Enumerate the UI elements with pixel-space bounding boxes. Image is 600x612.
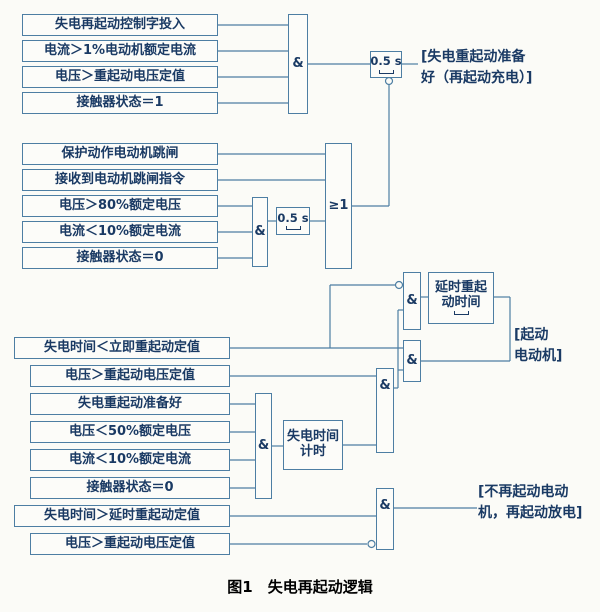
norestart-line2: 机，再起动放电] <box>478 505 583 521</box>
g1-timer-box: 0.5 s <box>370 51 402 78</box>
g3-and-gate-a: & <box>255 393 272 499</box>
g2-input-trip-command: 接收到电动机跳闸指令 <box>22 169 218 191</box>
delay-line1: 延时重起 <box>434 279 487 295</box>
norestart-line1: [不再起动电动 <box>478 484 569 500</box>
g3-and-gate-c: & <box>403 272 421 330</box>
timer-symbol-icon <box>285 226 301 231</box>
figure-caption: 图1 失电再起动逻辑 <box>227 578 373 596</box>
counter-line1: 失电时间 <box>286 429 339 445</box>
g3-input-voltage-50: 电压＜50%额定电压 <box>30 421 230 443</box>
g3-input-restart-ready: 失电重起动准备好 <box>30 393 230 415</box>
g3-input-losstime-gt-delay: 失电时间＞延时重起动定值 <box>14 505 230 527</box>
g1-input-contactor-state-1: 接触器状态＝1 <box>22 92 218 114</box>
g2-input-current-10: 电流＜10%额定电流 <box>22 221 218 243</box>
g3-start-motor-label: [起动 电动机] <box>514 325 562 367</box>
g3-losstime-counter-box: 失电时间 计时 <box>283 420 343 470</box>
g1-output-label: [失电重起动准备 好（再起动充电）] <box>421 47 532 89</box>
g3-and-gate-b: & <box>376 368 394 453</box>
g1-and-gate: & <box>288 14 308 114</box>
g3-input-voltage-restart-2: 电压＞重起动电压定值 <box>30 533 230 555</box>
g1-timer-label: 0.5 s <box>370 54 402 69</box>
g2-timer-label: 0.5 s <box>277 210 309 225</box>
g2-timer-box: 0.5 s <box>276 207 310 235</box>
g3-input-losstime-lt-immediate: 失电时间＜立即重起动定值 <box>14 337 230 359</box>
counter-line2: 计时 <box>299 444 326 459</box>
g3-no-restart-label: [不再起动电动 机，再起动放电] <box>478 482 582 524</box>
g3-input-voltage-restart-1: 电压＞重起动电压定值 <box>30 365 230 387</box>
g2-input-contactor-state-0: 接触器状态＝0 <box>22 247 218 269</box>
g3-and-gate-e: & <box>376 488 394 550</box>
g3-delay-restart-time-box: 延时重起 动时间 <box>428 272 494 324</box>
g2-input-voltage-80: 电压＞80%额定电压 <box>22 195 218 217</box>
g1-output-line1: [失电重起动准备 <box>421 49 526 65</box>
g1-input-voltage-threshold: 电压＞重起动电压定值 <box>22 66 218 88</box>
g3-input-contactor-state-0: 接触器状态＝0 <box>30 477 230 499</box>
g1-input-current-threshold: 电流＞1%电动机额定电流 <box>22 40 218 62</box>
g2-or-gate: ≥1 <box>325 143 352 269</box>
g1-input-restart-control-word: 失电再起动控制字投入 <box>22 14 218 36</box>
delay-line2: 动时间 <box>441 294 481 310</box>
timer-symbol-icon <box>453 311 469 316</box>
g2-input-protection-trip: 保护动作电动机跳闸 <box>22 143 218 165</box>
g3-and-gate-d: & <box>403 340 421 382</box>
g2-and-gate: & <box>252 197 268 267</box>
timer-symbol-icon <box>378 69 394 74</box>
g1-output-line2: 好（再起动充电）] <box>421 70 533 86</box>
start-line1: [起动 <box>514 327 549 343</box>
start-line2: 电动机] <box>514 348 563 364</box>
g3-input-current-10: 电流＜10%额定电流 <box>30 449 230 471</box>
